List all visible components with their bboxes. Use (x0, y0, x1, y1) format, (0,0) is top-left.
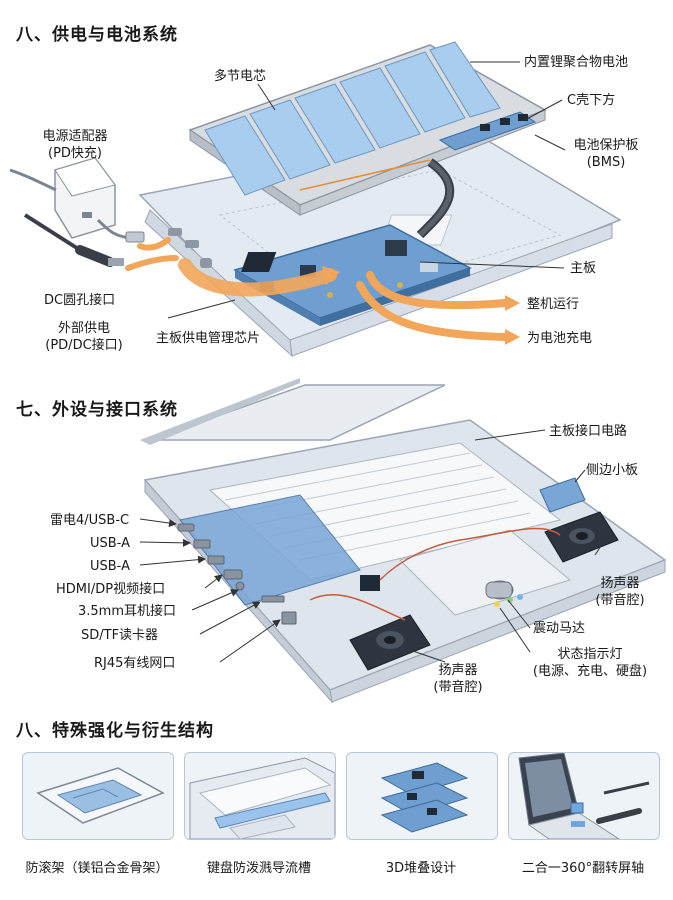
label-board-circuit: 主板接口电路 (549, 424, 628, 439)
side-board (539, 477, 586, 513)
label-bms: 电池保护板 (BMS) (556, 137, 656, 171)
label-speaker-right: 扬声器 (带音腔) (580, 575, 660, 609)
card-hinge (508, 752, 660, 840)
label-adapter: 电源适配器 (PD快充) (30, 128, 120, 162)
label-cells: 多节电芯 (214, 69, 267, 84)
label-board: 主板 (570, 261, 597, 276)
speaker-right (544, 511, 619, 563)
section-title-special: 八、特殊强化与衍生结构 (16, 721, 214, 741)
label-port-hdmi: HDMI/DP视频接口 (56, 582, 166, 597)
io-port-sockets (177, 523, 297, 625)
label-motor: 震动马达 (533, 621, 586, 636)
port-leaders (139, 518, 281, 663)
label-speaker-right-sub: (带音腔) (595, 593, 645, 608)
label-external: 外部供电 (PD/DC接口) (40, 320, 128, 354)
caption-3d-stack: 3D堆叠设计 (385, 861, 457, 876)
label-bms-title: 电池保护板 (573, 138, 639, 153)
label-charge: 为电池充电 (527, 331, 593, 346)
power-flow-arrows (125, 237, 509, 341)
chassis-ports (168, 228, 212, 268)
label-c-shell: C壳下方 (567, 93, 616, 108)
label-speaker-right-title: 扬声器 (600, 576, 640, 591)
touchpad (399, 529, 572, 616)
io-leaders (409, 429, 606, 663)
label-led-sub: (电源、充电、硬盘) (532, 664, 648, 679)
power-flow-heads (322, 266, 520, 345)
label-speaker-left: 扬声器 (带音腔) (418, 662, 498, 696)
battery-pack (188, 41, 547, 239)
label-port-thunderbolt: 雷电4/USB-C (50, 513, 130, 528)
label-led: 状态指示灯 (电源、充电、硬盘) (520, 646, 660, 680)
caption-spill-channel: 键盘防泼溅导流槽 (206, 861, 311, 876)
caption-hinge: 二合一360°翻转屏轴 (521, 861, 645, 876)
label-port-sd: SD/TF读卡器 (81, 628, 159, 643)
vibration-motor (485, 580, 514, 600)
label-pmic: 主板供电管理芯片 (156, 331, 261, 346)
label-bms-sub: (BMS) (586, 155, 626, 170)
label-speaker-left-sub: (带音腔) (433, 680, 483, 695)
label-run: 整机运行 (527, 297, 580, 312)
label-battery: 内置锂聚合物电池 (524, 55, 629, 70)
card-3d-stack (346, 752, 498, 840)
label-dc-port: DC圆孔接口 (44, 293, 116, 308)
label-external-title: 外部供电 (57, 321, 110, 336)
label-port-usba-2: USB-A (90, 559, 130, 574)
card-spill-channel (184, 752, 336, 840)
dc-barrel-plug (23, 213, 124, 267)
label-external-sub: (PD/DC接口) (45, 338, 123, 353)
card-rollcage (22, 752, 174, 840)
caption-rollcage: 防滚架（镁铝合金骨架） (25, 861, 169, 876)
section-title-power: 八、供电与电池系统 (16, 25, 178, 45)
label-side-board: 侧边小板 (586, 463, 639, 478)
power-adapter (9, 157, 145, 243)
label-speaker-left-title: 扬声器 (438, 663, 478, 678)
label-led-title: 状态指示灯 (557, 647, 623, 662)
status-leds (494, 594, 523, 607)
label-adapter-sub: (PD快充) (48, 146, 102, 161)
label-port-audio: 3.5mm耳机接口 (78, 604, 177, 619)
speaker-left (349, 614, 431, 671)
section-title-io: 七、外设与接口系统 (16, 400, 178, 420)
leaders-power (167, 61, 566, 319)
laptop-lid (140, 378, 446, 445)
label-adapter-title: 电源适配器 (42, 129, 108, 144)
io-wires (309, 527, 561, 621)
label-port-rj45: RJ45有线网口 (94, 656, 176, 671)
label-port-usba-1: USB-A (90, 536, 130, 551)
